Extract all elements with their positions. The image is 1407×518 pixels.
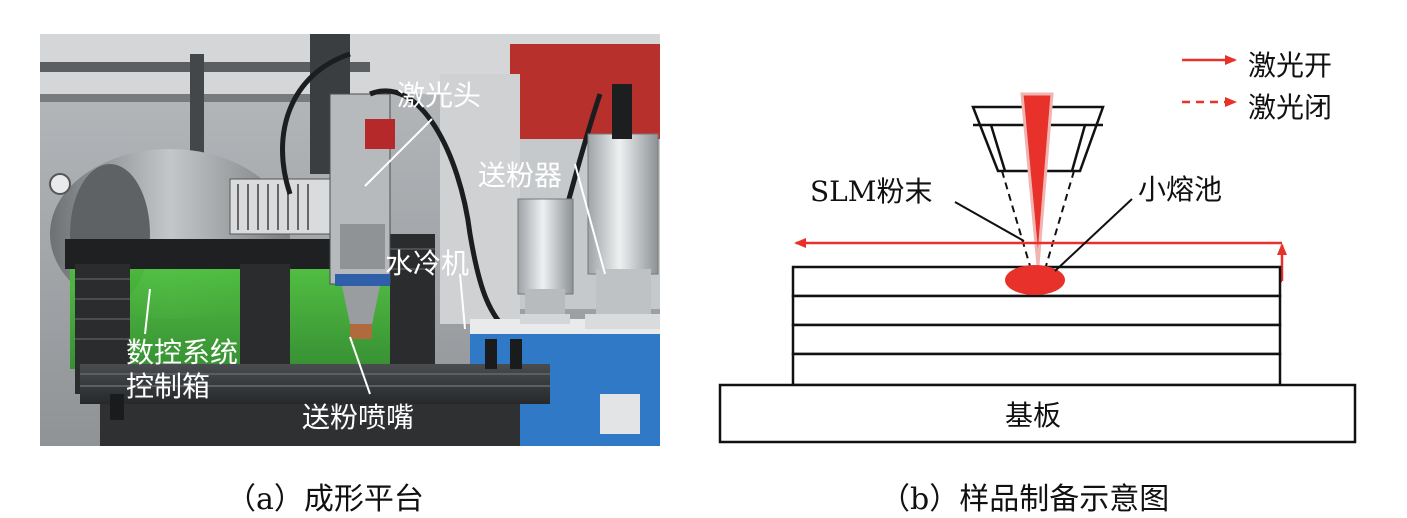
layer-3 xyxy=(791,323,1282,356)
photo-illustration xyxy=(40,34,660,446)
label-substrate: 基板 xyxy=(1005,399,1062,432)
label-cnc-box: 数控系统 控制箱 xyxy=(126,336,238,404)
laser-beam xyxy=(1020,92,1054,267)
label-slm-powder: SLM粉末 xyxy=(810,175,933,208)
melt-pool xyxy=(1005,265,1065,295)
legend-laser-on-label: 激光开 xyxy=(1248,49,1333,82)
red-cabinet xyxy=(510,44,660,139)
leader-slm-powder xyxy=(954,201,1025,242)
schematic-drawing xyxy=(718,55,1357,444)
label-powder-nozzle: 送粉喷嘴 xyxy=(302,401,415,434)
label-laser-head: 激光头 xyxy=(397,79,482,112)
deposited-layers xyxy=(791,265,1282,387)
layer-4 xyxy=(791,352,1282,387)
substrate xyxy=(718,383,1357,444)
label-cnc-box-line1: 数控系统 xyxy=(126,336,239,369)
label-powder-feeder: 送粉器 xyxy=(478,159,563,192)
leader-melt-pool xyxy=(1054,198,1133,272)
layer-2 xyxy=(791,294,1282,327)
work-table xyxy=(80,364,550,404)
powder-nozzle xyxy=(350,324,372,339)
label-melt-pool: 小熔池 xyxy=(1138,173,1223,206)
label-cnc-box-line2: 控制箱 xyxy=(126,370,211,403)
legend-laser-off-label: 激光闭 xyxy=(1248,91,1333,124)
caption-b: （b）样品制备示意图 xyxy=(880,482,1170,517)
sample-preparation-schematic: 激光开 激光闭 SLM粉末 小熔池 基板 xyxy=(700,34,1380,454)
powder-stream xyxy=(1001,170,1075,267)
forming-platform-photo: 激光头 送粉器 水冷机 数控系统 控制箱 送粉喷嘴 xyxy=(40,34,660,446)
label-water-chiller: 水冷机 xyxy=(385,247,470,280)
caption-a: （a）成形平台 xyxy=(226,482,424,517)
